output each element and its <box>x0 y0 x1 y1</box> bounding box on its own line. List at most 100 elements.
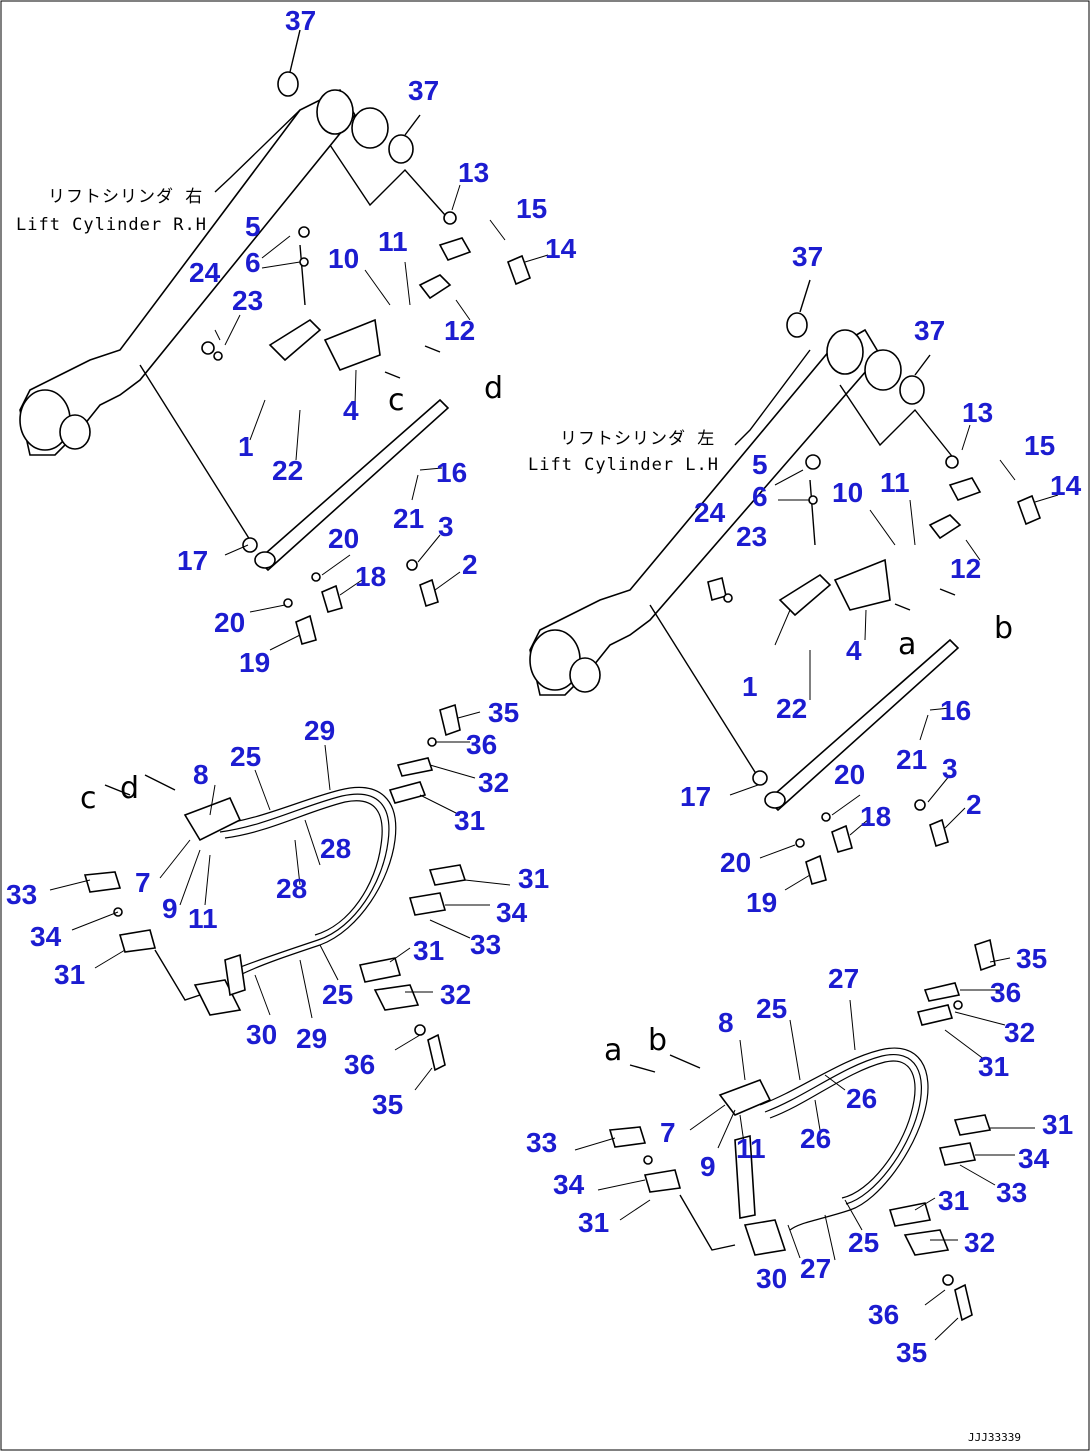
callout-30: 30 <box>756 1263 787 1294</box>
callout-6: 6 <box>245 247 261 278</box>
callout-31: 31 <box>1042 1109 1073 1140</box>
callout-31: 31 <box>518 863 549 894</box>
callout-9: 9 <box>700 1151 716 1182</box>
callout-12: 12 <box>444 315 475 346</box>
callout-32: 32 <box>440 979 471 1010</box>
callout-11: 11 <box>880 467 910 498</box>
callout-28: 28 <box>320 833 351 864</box>
callout-32: 32 <box>478 767 509 798</box>
callout-34: 34 <box>553 1169 585 1200</box>
section-letter-a: a <box>604 1033 622 1068</box>
callout-33: 33 <box>470 929 501 960</box>
callout-1: 1 <box>238 431 254 462</box>
callout-15: 15 <box>516 193 547 224</box>
callout-26: 26 <box>846 1083 877 1114</box>
callout-32: 32 <box>1004 1017 1035 1048</box>
callout-labels: 37 37 13 15 14 5 6 11 10 24 23 12 4 1 22… <box>6 5 1082 1368</box>
callout-20: 20 <box>328 523 359 554</box>
callout-25: 25 <box>756 993 787 1024</box>
callout-31: 31 <box>938 1185 969 1216</box>
callout-31: 31 <box>413 935 444 966</box>
callout-15: 15 <box>1024 430 1055 461</box>
callout-25: 25 <box>230 741 261 772</box>
callout-25: 25 <box>848 1227 879 1258</box>
callout-5: 5 <box>752 449 768 480</box>
callout-2: 2 <box>462 549 478 580</box>
callout-28: 28 <box>276 873 307 904</box>
callout-13: 13 <box>458 157 489 188</box>
callout-14: 14 <box>545 233 577 264</box>
callout-27: 27 <box>800 1253 831 1284</box>
section-letter-b: b <box>648 1023 667 1058</box>
lh-cylinder-assembly <box>529 279 1059 891</box>
callout-33: 33 <box>526 1127 557 1158</box>
callout-9: 9 <box>162 893 178 924</box>
callout-31: 31 <box>454 805 485 836</box>
callout-22: 22 <box>776 693 807 724</box>
section-letter-d: d <box>484 371 503 406</box>
callout-11: 11 <box>378 226 408 257</box>
callout-11: 11 <box>736 1133 766 1164</box>
callout-37: 37 <box>914 315 945 346</box>
drawing-code: JJJ33339 <box>968 1431 1021 1444</box>
callout-13: 13 <box>962 397 993 428</box>
callout-2: 2 <box>966 789 982 820</box>
callout-8: 8 <box>718 1007 734 1038</box>
callout-19: 19 <box>746 887 777 918</box>
callout-24: 24 <box>189 257 221 288</box>
callout-30: 30 <box>246 1019 277 1050</box>
callout-34: 34 <box>1018 1143 1050 1174</box>
callout-4: 4 <box>846 635 862 666</box>
callout-36: 36 <box>868 1299 899 1330</box>
callout-3: 3 <box>438 511 454 542</box>
callout-17: 17 <box>680 781 711 812</box>
callout-36: 36 <box>466 729 497 760</box>
callout-16: 16 <box>436 457 467 488</box>
callout-12: 12 <box>950 553 981 584</box>
callout-37: 37 <box>285 5 316 36</box>
callout-31: 31 <box>54 959 85 990</box>
caption-lh-en: Lift Cylinder L.H <box>528 455 719 475</box>
callout-32: 32 <box>964 1227 995 1258</box>
section-letter-b: b <box>994 611 1013 646</box>
section-letter-a: a <box>898 627 916 662</box>
lower-right-hose-assembly <box>574 938 1035 1341</box>
callout-35: 35 <box>488 697 519 728</box>
callout-37: 37 <box>792 241 823 272</box>
callout-35: 35 <box>896 1337 927 1368</box>
callout-27: 27 <box>828 963 859 994</box>
callout-20: 20 <box>214 607 245 638</box>
callout-26: 26 <box>800 1123 831 1154</box>
callout-16: 16 <box>940 695 971 726</box>
callout-23: 23 <box>232 285 263 316</box>
callout-20: 20 <box>720 847 751 878</box>
callout-34: 34 <box>30 921 62 952</box>
callout-1: 1 <box>742 671 758 702</box>
callout-29: 29 <box>296 1023 327 1054</box>
callout-31: 31 <box>978 1051 1009 1082</box>
callout-36: 36 <box>344 1049 375 1080</box>
callout-17: 17 <box>177 545 208 576</box>
callout-19: 19 <box>239 647 270 678</box>
callout-33: 33 <box>6 879 37 910</box>
callout-14: 14 <box>1050 470 1082 501</box>
lower-left-hose-assembly <box>49 703 511 1091</box>
callout-10: 10 <box>328 243 359 274</box>
callout-18: 18 <box>355 561 386 592</box>
callout-6: 6 <box>752 481 768 512</box>
caption-rh-jp: リフトシリンダ 右 <box>48 187 203 207</box>
callout-21: 21 <box>896 744 927 775</box>
callout-10: 10 <box>832 477 863 508</box>
callout-18: 18 <box>860 801 891 832</box>
callout-35: 35 <box>372 1089 403 1120</box>
caption-lh-jp: リフトシリンダ 左 <box>560 429 715 449</box>
callout-21: 21 <box>393 503 424 534</box>
callout-5: 5 <box>245 211 261 242</box>
section-letter-d: d <box>120 771 139 806</box>
callout-24: 24 <box>694 497 726 528</box>
callout-8: 8 <box>193 759 209 790</box>
callout-34: 34 <box>496 897 528 928</box>
callout-22: 22 <box>272 455 303 486</box>
